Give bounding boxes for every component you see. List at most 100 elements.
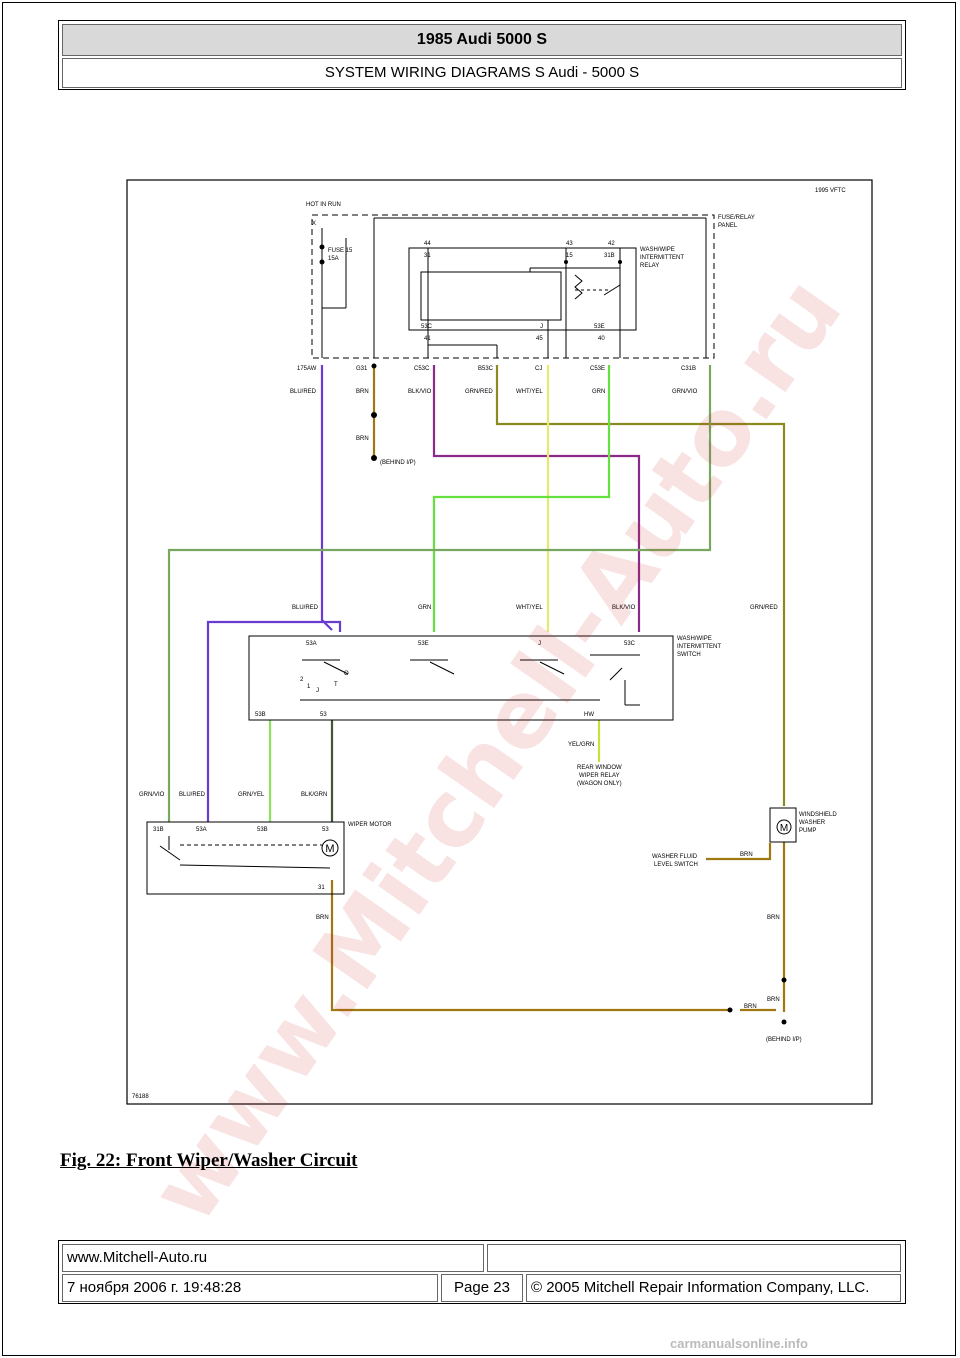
diagram-label: GRN — [592, 389, 605, 395]
diagram-label: 53A — [306, 641, 317, 647]
diagram-label: C53E — [590, 366, 605, 372]
diagram-label: BLK/GRN — [301, 792, 327, 798]
diagram-label: INTERMITTENT — [677, 644, 721, 650]
page-header: 1985 Audi 5000 S SYSTEM WIRING DIAGRAMS … — [58, 20, 906, 90]
diagram-label: J — [316, 688, 319, 694]
diagram-label: 1 — [307, 684, 311, 690]
diagram-label: C31B — [681, 366, 696, 372]
diagram-label: 53C — [624, 641, 636, 647]
diagram-label: 53B — [255, 712, 266, 718]
diagram-label: GRN — [418, 605, 431, 611]
diagram-label: 44 — [424, 241, 431, 247]
diagram-label: GRN/VIO — [672, 389, 698, 395]
wire-brn-level — [706, 843, 772, 861]
diagram-label: GRN/YEL — [238, 792, 265, 798]
washer-pump-box — [769, 807, 797, 843]
wire-blu-red-motor — [206, 620, 342, 822]
diagram-label: X — [312, 221, 316, 227]
wire-grn-vio — [167, 365, 712, 822]
wire-blk-vio — [432, 365, 641, 632]
diagram-label: C53C — [414, 366, 430, 372]
diagram-label: GRN/RED — [465, 389, 493, 395]
diagram-label: GRN/RED — [750, 605, 778, 611]
diagram-label: RELAY — [640, 263, 659, 269]
diagram-label: FUSE/RELAY — [718, 215, 755, 221]
diagram-label: WIPER RELAY — [579, 773, 620, 779]
relay-box — [408, 247, 637, 331]
diagram-label: 76188 — [132, 1094, 149, 1100]
diagram-label: BRN — [356, 436, 369, 442]
diagram-label: G31 — [356, 366, 368, 372]
diagram-label: REAR WINDOW — [577, 765, 622, 771]
diagram-label: CJ — [535, 366, 542, 372]
wire-brn-ground — [330, 880, 730, 1012]
diagram-label: BLU/RED — [179, 792, 206, 798]
diagram-label: WIPER MOTOR — [348, 822, 392, 828]
diagram-label: 45 — [536, 336, 543, 342]
diagram-label: 53 — [322, 827, 329, 833]
diagram-label: 1995 VFTC — [815, 188, 846, 194]
diagram-label: WASH/WIPE — [677, 636, 712, 642]
diagram-label: (BEHIND I/P) — [380, 460, 416, 466]
diagram-label: PUMP — [799, 828, 816, 834]
diagram-label: WINDSHIELD — [799, 812, 837, 818]
diagram-label: 53 — [320, 712, 327, 718]
diagram-label: 15A — [328, 256, 339, 262]
diagram-label: BRN — [767, 997, 780, 1003]
site-mark: carmanualsonline.info — [670, 1336, 808, 1351]
diagram-label: 40 — [598, 336, 605, 342]
diagram-label: WHT/YEL — [516, 605, 543, 611]
diagram-label: INTERMITTENT — [640, 255, 684, 261]
diagram-label: 43 — [566, 241, 573, 247]
fuse-relay-panel — [311, 214, 715, 359]
diagram-label: FUSE 15 — [328, 248, 353, 254]
wire-grn-red — [495, 365, 786, 806]
diagram-label: 31B — [153, 827, 164, 833]
diagram-label: (BEHIND I/P) — [766, 1037, 802, 1043]
page-footer: www.Mitchell-Auto.ru 7 ноября 2006 г. 19… — [58, 1240, 906, 1304]
diagram-label: 42 — [608, 241, 615, 247]
diagram-label: BLK/VIO — [612, 605, 636, 611]
footer-website: www.Mitchell-Auto.ru — [62, 1244, 484, 1272]
footer-page: Page 23 — [441, 1274, 523, 1302]
diagram-label: WASHER FLUID — [652, 854, 698, 860]
diagram-label: 175AW — [297, 366, 317, 372]
diagram-label: BRN — [316, 915, 329, 921]
diagram-label: M — [780, 823, 788, 834]
diagram-label: T — [334, 682, 338, 688]
wire-grn — [432, 365, 611, 632]
diagram-label: BRN — [740, 852, 753, 858]
diagram-label: 41 — [424, 336, 431, 342]
switch-box — [248, 635, 674, 721]
diagram-label: 31 — [424, 253, 431, 259]
diagram-label: BLU/RED — [290, 389, 317, 395]
diagram-label: 53C — [421, 324, 433, 330]
diagram-label: (WAGON ONLY) — [577, 781, 622, 787]
diagram-border — [126, 179, 873, 1105]
diagram-label: WASH/WIPE — [640, 247, 675, 253]
diagram-label: HW — [584, 712, 594, 718]
page-subtitle: SYSTEM WIRING DIAGRAMS S Audi - 5000 S — [62, 58, 902, 88]
diagram-label: 2 — [300, 677, 304, 683]
diagram-label: 15 — [566, 253, 573, 259]
diagram-label: 53B — [257, 827, 268, 833]
diagram-label: BRN — [744, 1004, 757, 1010]
footer-date: 7 ноября 2006 г. 19:48:28 — [62, 1274, 438, 1302]
diagram-label: BRN — [356, 389, 369, 395]
page-title: 1985 Audi 5000 S — [62, 24, 902, 56]
diagram-label: BLU/RED — [292, 605, 319, 611]
diagram-label: LEVEL SWITCH — [654, 862, 698, 868]
diagram-label: PANEL — [718, 223, 738, 229]
diagram-label: WASHER — [799, 820, 826, 826]
footer-copyright: © 2005 Mitchell Repair Information Compa… — [526, 1274, 901, 1302]
diagram-label: YEL/GRN — [568, 742, 594, 748]
diagram-label: GRN/VIO — [139, 792, 165, 798]
diagram-label: B53C — [478, 366, 494, 372]
relay-module — [420, 271, 562, 321]
diagram-label: O — [344, 671, 349, 677]
diagram-label: SWITCH — [677, 652, 701, 658]
diagram-label: 53A — [196, 827, 207, 833]
motor-symbol: M — [325, 843, 334, 855]
